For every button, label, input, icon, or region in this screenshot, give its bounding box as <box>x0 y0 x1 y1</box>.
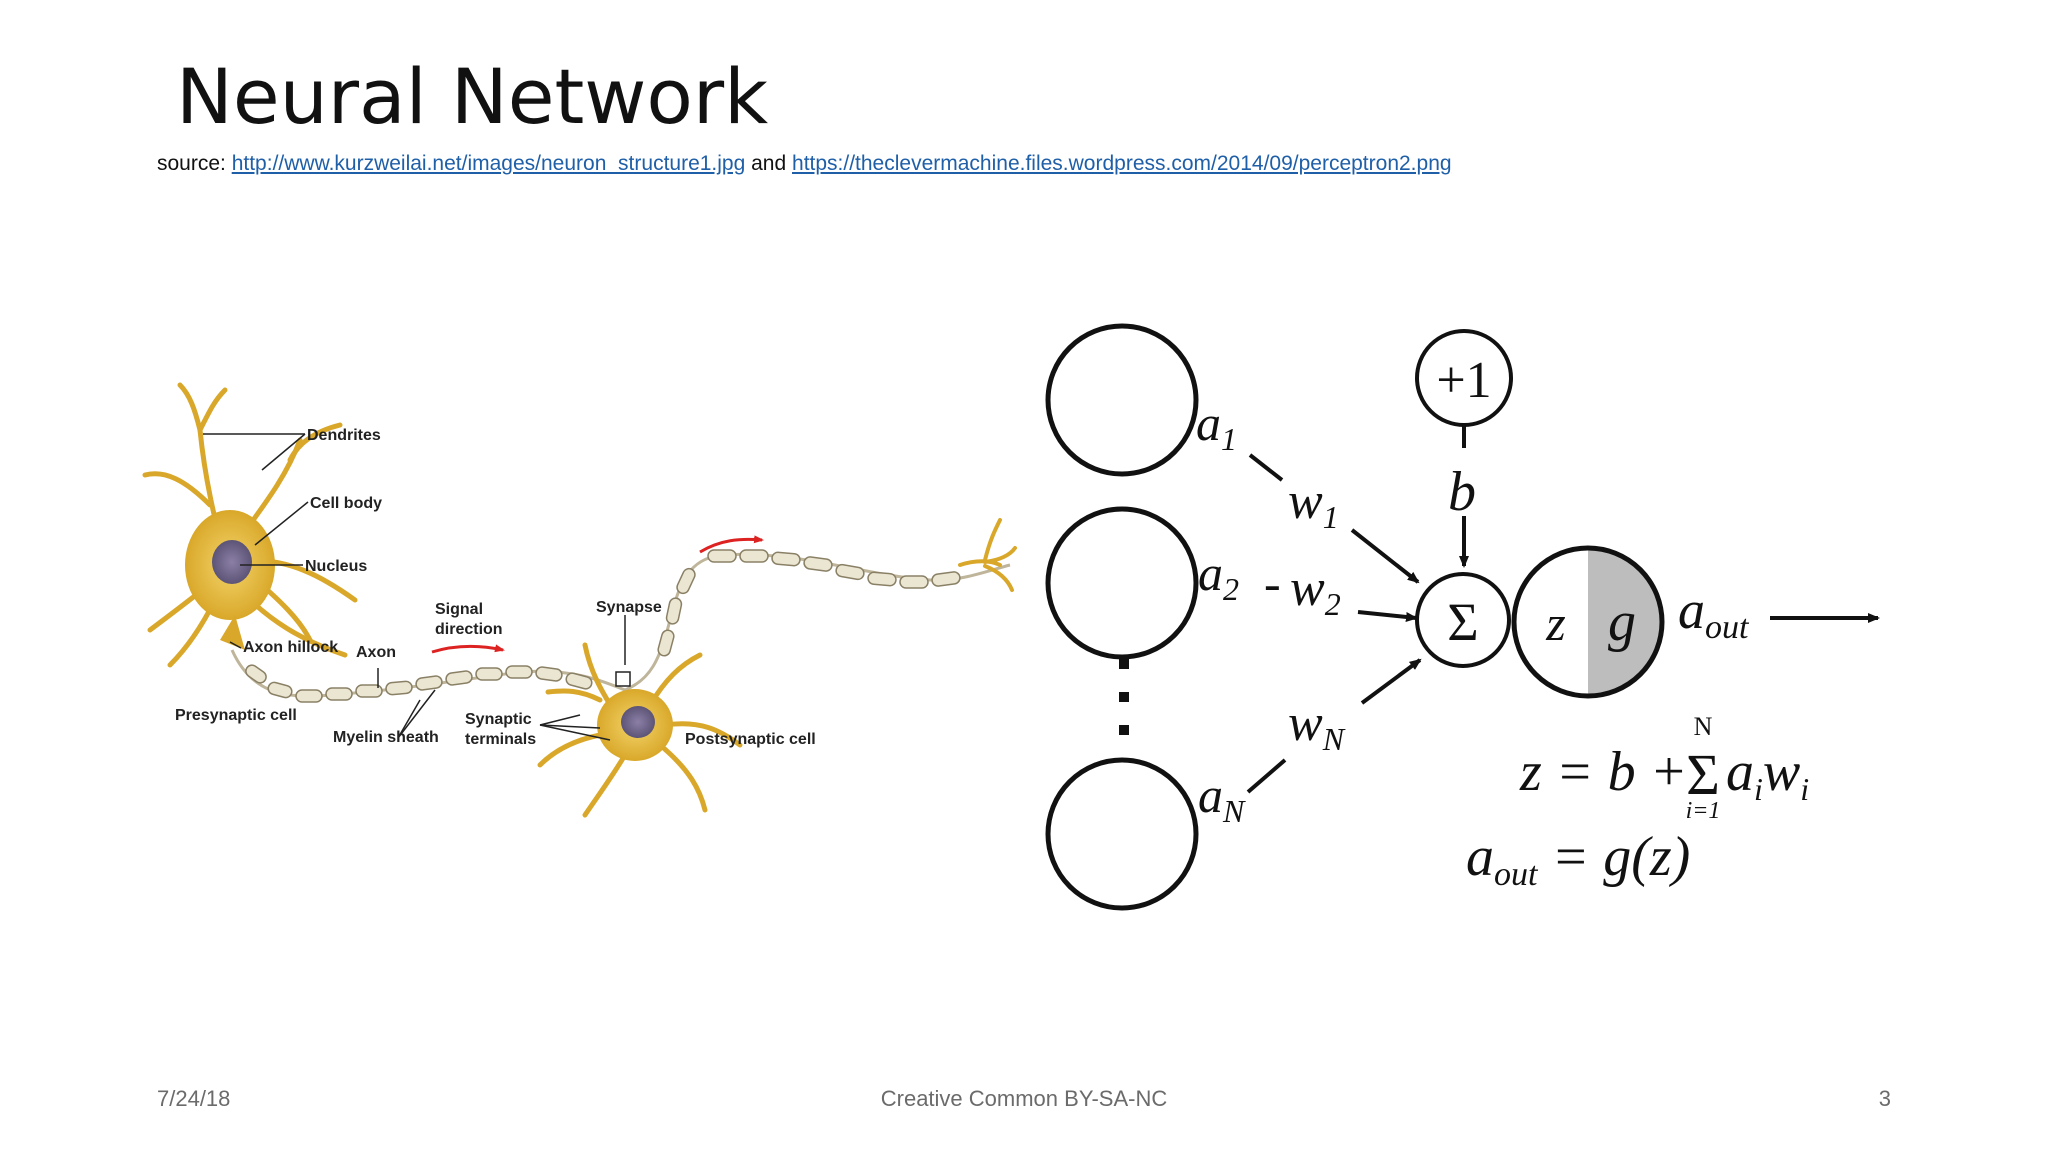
weight-arrows <box>1246 425 1880 794</box>
footer-page-number: 3 <box>1878 1086 1891 1111</box>
synapse-box <box>615 671 631 687</box>
label-nucleus: Nucleus <box>305 558 367 575</box>
input-node-1 <box>1045 323 1199 477</box>
activation-g: g <box>1608 591 1636 653</box>
footer-license: Creative Common BY-SA-NC <box>880 1086 1168 1111</box>
dash-a2-w2: - <box>1264 555 1281 611</box>
footer-date: 7/24/18 <box>157 1086 231 1111</box>
label-synapse: Synapse <box>596 599 662 616</box>
label-signal-2: direction <box>435 621 503 638</box>
sum-upper-limit: N <box>1694 712 1713 741</box>
signal-arrow-2 <box>699 535 764 554</box>
neuron-leader-lines <box>203 433 626 741</box>
output-label: aout <box>1678 580 1750 646</box>
weight-label-w1: w1 <box>1288 473 1339 535</box>
weight-label-w2: w2 <box>1290 560 1341 622</box>
source-link-perceptron[interactable]: https://theclevermachine.files.wordpress… <box>792 152 1452 175</box>
label-axon-hillock: Axon hillock <box>243 639 338 656</box>
ellipsis-dot-1 <box>1119 659 1129 669</box>
label-synaptic-2: terminals <box>465 731 536 748</box>
activation-z: z <box>1545 595 1565 651</box>
myelin-sheath-segments <box>245 549 961 703</box>
axon-hillock-shape <box>220 615 245 650</box>
label-postsynaptic-cell: Postsynaptic cell <box>685 731 816 748</box>
label-myelin-sheath: Myelin sheath <box>333 729 439 746</box>
weight-label-wn: wN <box>1288 695 1346 757</box>
label-presynaptic-cell: Presynaptic cell <box>175 707 297 724</box>
summation-symbol: Σ <box>1447 592 1478 652</box>
neuron-illustration: Dendrites Cell body Nucleus Axon hillock… <box>142 382 1017 818</box>
equation-2: aout = g(z) <box>1466 826 1690 893</box>
activation-node <box>1511 545 1665 699</box>
ellipsis-dot-2 <box>1119 692 1129 702</box>
sum-lower-limit: i=1 <box>1686 798 1721 824</box>
slide-title: Neural Network <box>176 52 769 141</box>
source-prefix: source: <box>157 152 232 175</box>
source-line: source: http://www.kurzweilai.net/images… <box>157 152 1452 176</box>
source-link-neuron[interactable]: http://www.kurzweilai.net/images/neuron_… <box>231 152 746 175</box>
activation-shade <box>1588 548 1662 696</box>
input-label-a2: a2 <box>1198 545 1239 607</box>
equation-1-term: aiwi <box>1726 741 1809 807</box>
label-dendrites: Dendrites <box>307 427 381 444</box>
input-label-an: aN <box>1198 767 1246 829</box>
sum-symbol: Σ <box>1686 742 1720 807</box>
input-label-a1: a1 <box>1196 395 1237 457</box>
postsynaptic-nucleus <box>621 706 655 738</box>
input-node-n <box>1045 757 1199 911</box>
bias-label-b: b <box>1448 461 1476 523</box>
label-synaptic-1: Synaptic <box>465 711 532 728</box>
label-signal-1: Signal <box>435 601 483 618</box>
label-axon: Axon <box>356 644 396 661</box>
ellipsis-dot-3 <box>1119 725 1129 735</box>
source-and: and <box>745 152 793 175</box>
bias-node-label: +1 <box>1436 352 1491 409</box>
input-node-2 <box>1045 506 1199 660</box>
presynaptic-nucleus <box>212 540 252 584</box>
axon-terminals-right <box>958 518 1017 592</box>
summation-node <box>1415 572 1511 668</box>
label-cell-body: Cell body <box>310 495 382 512</box>
signal-arrow-1 <box>431 644 505 654</box>
perceptron-diagram: a1 a2 - aN w1 w2 wN +1 b Σ z g <box>1045 323 1880 911</box>
equation-1-lhs: z = b + <box>1519 741 1687 803</box>
bias-node <box>1415 329 1513 427</box>
postsynaptic-dendrites <box>537 642 743 818</box>
